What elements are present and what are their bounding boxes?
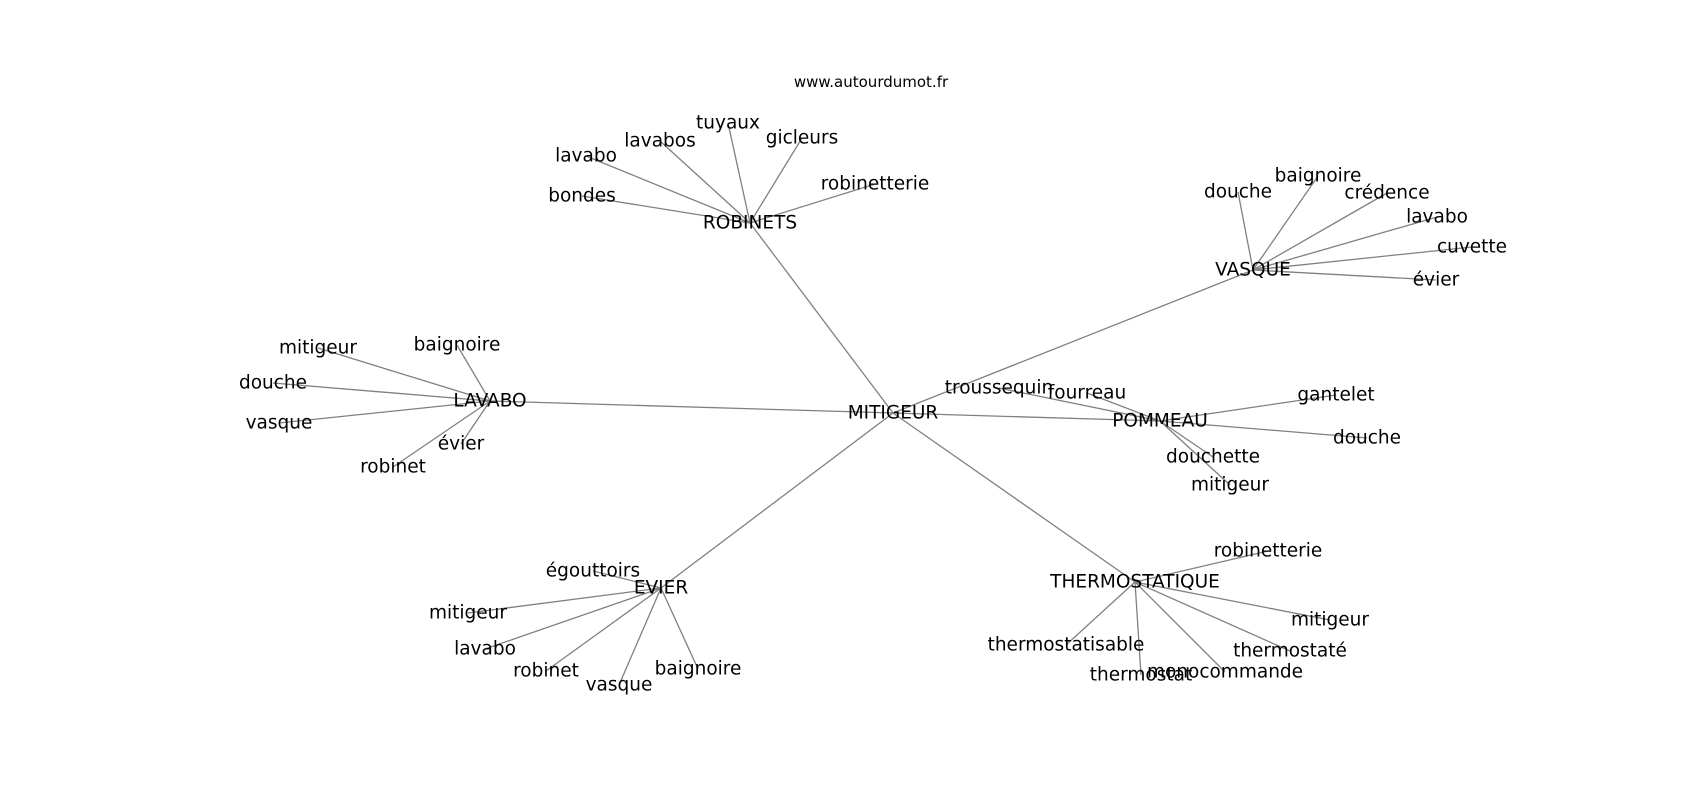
edge-robinets-leaf [659, 140, 751, 224]
edge-lavabo-leaf [317, 347, 491, 402]
hub-node-label-robinets: ROBINETS [703, 213, 797, 234]
edge-vasque-leaf [1252, 192, 1388, 271]
leaf-node-label: égouttoirs [546, 561, 640, 582]
hub-node-label-pommeau: POMMEAU [1112, 411, 1208, 432]
leaf-node-label: gicleurs [766, 128, 839, 149]
edge-lavabo-leaf [272, 382, 491, 402]
leaf-node-label: vasque [586, 675, 653, 696]
leaf-node-label: mitigeur [429, 603, 507, 624]
leaf-node-label: robinet [360, 457, 426, 478]
edge-lavabo-leaf [392, 400, 491, 468]
edge-root-pommeau [892, 412, 1161, 422]
leaf-node-label: thermostaté [1233, 641, 1347, 662]
leaf-node-label: douche [239, 373, 307, 394]
leaf-node-label: lavabo [555, 146, 617, 167]
edge-pommeau-leaf [1159, 420, 1231, 486]
hub-node-label-thermostatique: THERMOSTATIQUE [1049, 572, 1220, 593]
leaf-node-label: évier [1413, 270, 1460, 291]
root-node-label: MITIGEUR [848, 403, 939, 424]
edge-thermostatique-leaf [1134, 581, 1331, 621]
leaf-node-label: baignoire [1275, 166, 1362, 187]
edge-evier-leaf [484, 587, 662, 650]
leaf-node-label: robinetterie [821, 174, 930, 195]
leaf-node-label: thermostat [1090, 665, 1192, 686]
edge-root-robinets [749, 222, 894, 414]
edge-lavabo-leaf [456, 344, 491, 402]
edge-pommeau-leaf [1086, 392, 1161, 422]
edge-thermostatique-leaf [1134, 581, 1226, 673]
edge-evier-leaf [467, 587, 662, 614]
edge-thermostatique-leaf [1134, 581, 1291, 652]
leaf-node-label: crédence [1344, 183, 1429, 204]
leaf-node-label: bondes [548, 186, 616, 207]
leaf-node-label: tuyaux [696, 113, 760, 134]
edge-robinets-leaf [749, 137, 803, 224]
label-layer: MITIGEUR ROBINETS tuyaux gicleurs lavabos lav… [239, 113, 1507, 696]
leaf-node-label: mitigeur [279, 338, 357, 359]
edge-vasque-leaf [1252, 246, 1473, 271]
leaf-node-label: baignoire [655, 659, 742, 680]
leaf-node-label: thermostatisable [988, 635, 1145, 656]
edge-robinets-leaf [727, 122, 751, 224]
leaf-node-label: vasque [246, 413, 313, 434]
edge-root-lavabo [489, 400, 894, 414]
edge-pommeau-leaf [1159, 420, 1214, 458]
edge-root-thermostatique [892, 412, 1136, 583]
leaf-node-label: troussequin [945, 378, 1054, 399]
leaf-node-label: robinetterie [1214, 541, 1323, 562]
leaf-node-label: cuvette [1437, 237, 1507, 258]
edge-layer [272, 122, 1473, 686]
leaf-node-label: douchette [1166, 447, 1260, 468]
hub-node-label-vasque: VASQUE [1215, 260, 1291, 281]
leaf-node-label: mitigeur [1191, 475, 1269, 496]
hub-node-label-evier: EVIER [634, 578, 688, 599]
edge-vasque-leaf [1252, 216, 1438, 271]
edge-evier-leaf [660, 587, 699, 670]
leaf-node-label: fourreau [1048, 383, 1126, 404]
edge-pommeau-leaf [1159, 394, 1337, 422]
site-credit: www.autourdumot.fr [793, 73, 949, 91]
edge-pommeau-leaf [998, 387, 1161, 422]
leaf-node-label: monocommande [1147, 662, 1303, 683]
leaf-node-label: lavabos [624, 131, 695, 152]
leaf-node-label: douche [1204, 182, 1272, 203]
edge-evier-leaf [545, 587, 662, 672]
hub-node-label-lavabo: LAVABO [453, 391, 526, 412]
edge-vasque-leaf [1252, 175, 1319, 271]
edge-robinets-leaf [581, 195, 751, 224]
edge-root-vasque [892, 269, 1254, 414]
edge-root-evier [660, 412, 894, 589]
edge-evier-leaf [592, 570, 662, 589]
edge-evier-leaf [618, 587, 662, 686]
edge-lavabo-leaf [278, 400, 491, 424]
edge-thermostatique-leaf [1065, 581, 1136, 646]
edge-thermostatique-leaf [1134, 550, 1269, 583]
leaf-node-label: lavabo [1406, 207, 1468, 228]
leaf-node-label: lavabo [454, 639, 516, 660]
leaf-node-label: évier [438, 434, 485, 455]
leaf-node-label: robinet [513, 661, 579, 682]
edge-thermostatique-leaf [1134, 581, 1142, 676]
edge-vasque-leaf [1252, 269, 1437, 281]
edge-pommeau-leaf [1159, 420, 1368, 439]
leaf-node-label: baignoire [414, 335, 501, 356]
edge-lavabo-leaf [460, 400, 491, 445]
leaf-node-label: mitigeur [1291, 610, 1369, 631]
leaf-node-label: douche [1333, 428, 1401, 449]
edge-robinets-leaf [749, 183, 876, 224]
leaf-node-label: gantelet [1297, 385, 1374, 406]
edge-vasque-leaf [1237, 191, 1254, 271]
edge-robinets-leaf [585, 155, 751, 224]
